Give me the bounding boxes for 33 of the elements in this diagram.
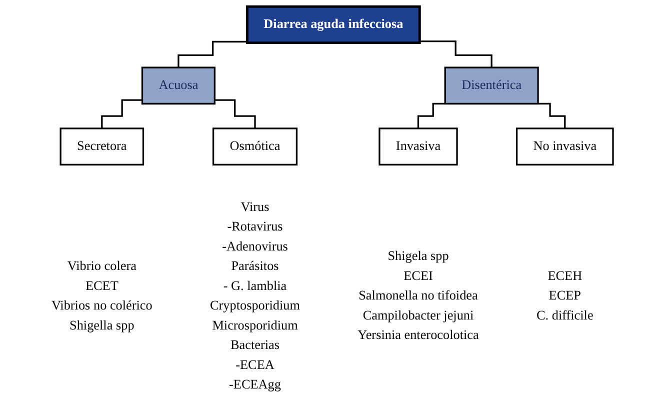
node-label: -Rotavirus bbox=[227, 220, 283, 234]
connector bbox=[101, 99, 142, 130]
node-label: -ECEA bbox=[236, 358, 274, 372]
node-box: Disentérica bbox=[444, 66, 539, 105]
node-label: Vibrio colera bbox=[67, 259, 136, 274]
node-label: -Adenovirus bbox=[222, 240, 288, 254]
connector bbox=[178, 40, 248, 68]
node-label: ECEH bbox=[548, 269, 582, 284]
node-label: ECEI bbox=[404, 269, 433, 284]
node-box: Secretora bbox=[60, 128, 144, 166]
node-label: Campilobacter jejuni bbox=[362, 308, 474, 323]
node-label: - G. lamblia bbox=[223, 279, 287, 294]
node-label: C. difficile bbox=[536, 308, 594, 323]
node-label: Shigela spp bbox=[388, 249, 449, 264]
node-label: -ECEAgg bbox=[229, 378, 281, 392]
node-label: Virus bbox=[240, 200, 270, 214]
node-label: Shigella spp bbox=[70, 318, 134, 333]
node-label: Salmonella no tifoidea bbox=[358, 288, 478, 303]
node-label: Yersinia enterocolotica bbox=[358, 328, 479, 342]
node-box: No invasiva bbox=[516, 128, 614, 166]
connector bbox=[214, 99, 256, 130]
node-label: ECET bbox=[85, 279, 118, 294]
node-box: Diarrea aguda infecciosa bbox=[246, 5, 421, 44]
node-label: ECEP bbox=[548, 288, 582, 303]
node-label: Parásitos bbox=[231, 259, 279, 274]
node-label: Bacterias bbox=[230, 338, 280, 352]
node-label: Vibrios no colérico bbox=[51, 298, 152, 313]
node-box: Acuosa bbox=[141, 66, 216, 105]
node-label: Cryptosporidium bbox=[210, 298, 300, 313]
node-box: Osmótica bbox=[212, 128, 298, 166]
node-label: Microsporidium bbox=[212, 318, 298, 333]
node-box: Invasiva bbox=[378, 128, 458, 166]
connector bbox=[420, 40, 492, 68]
